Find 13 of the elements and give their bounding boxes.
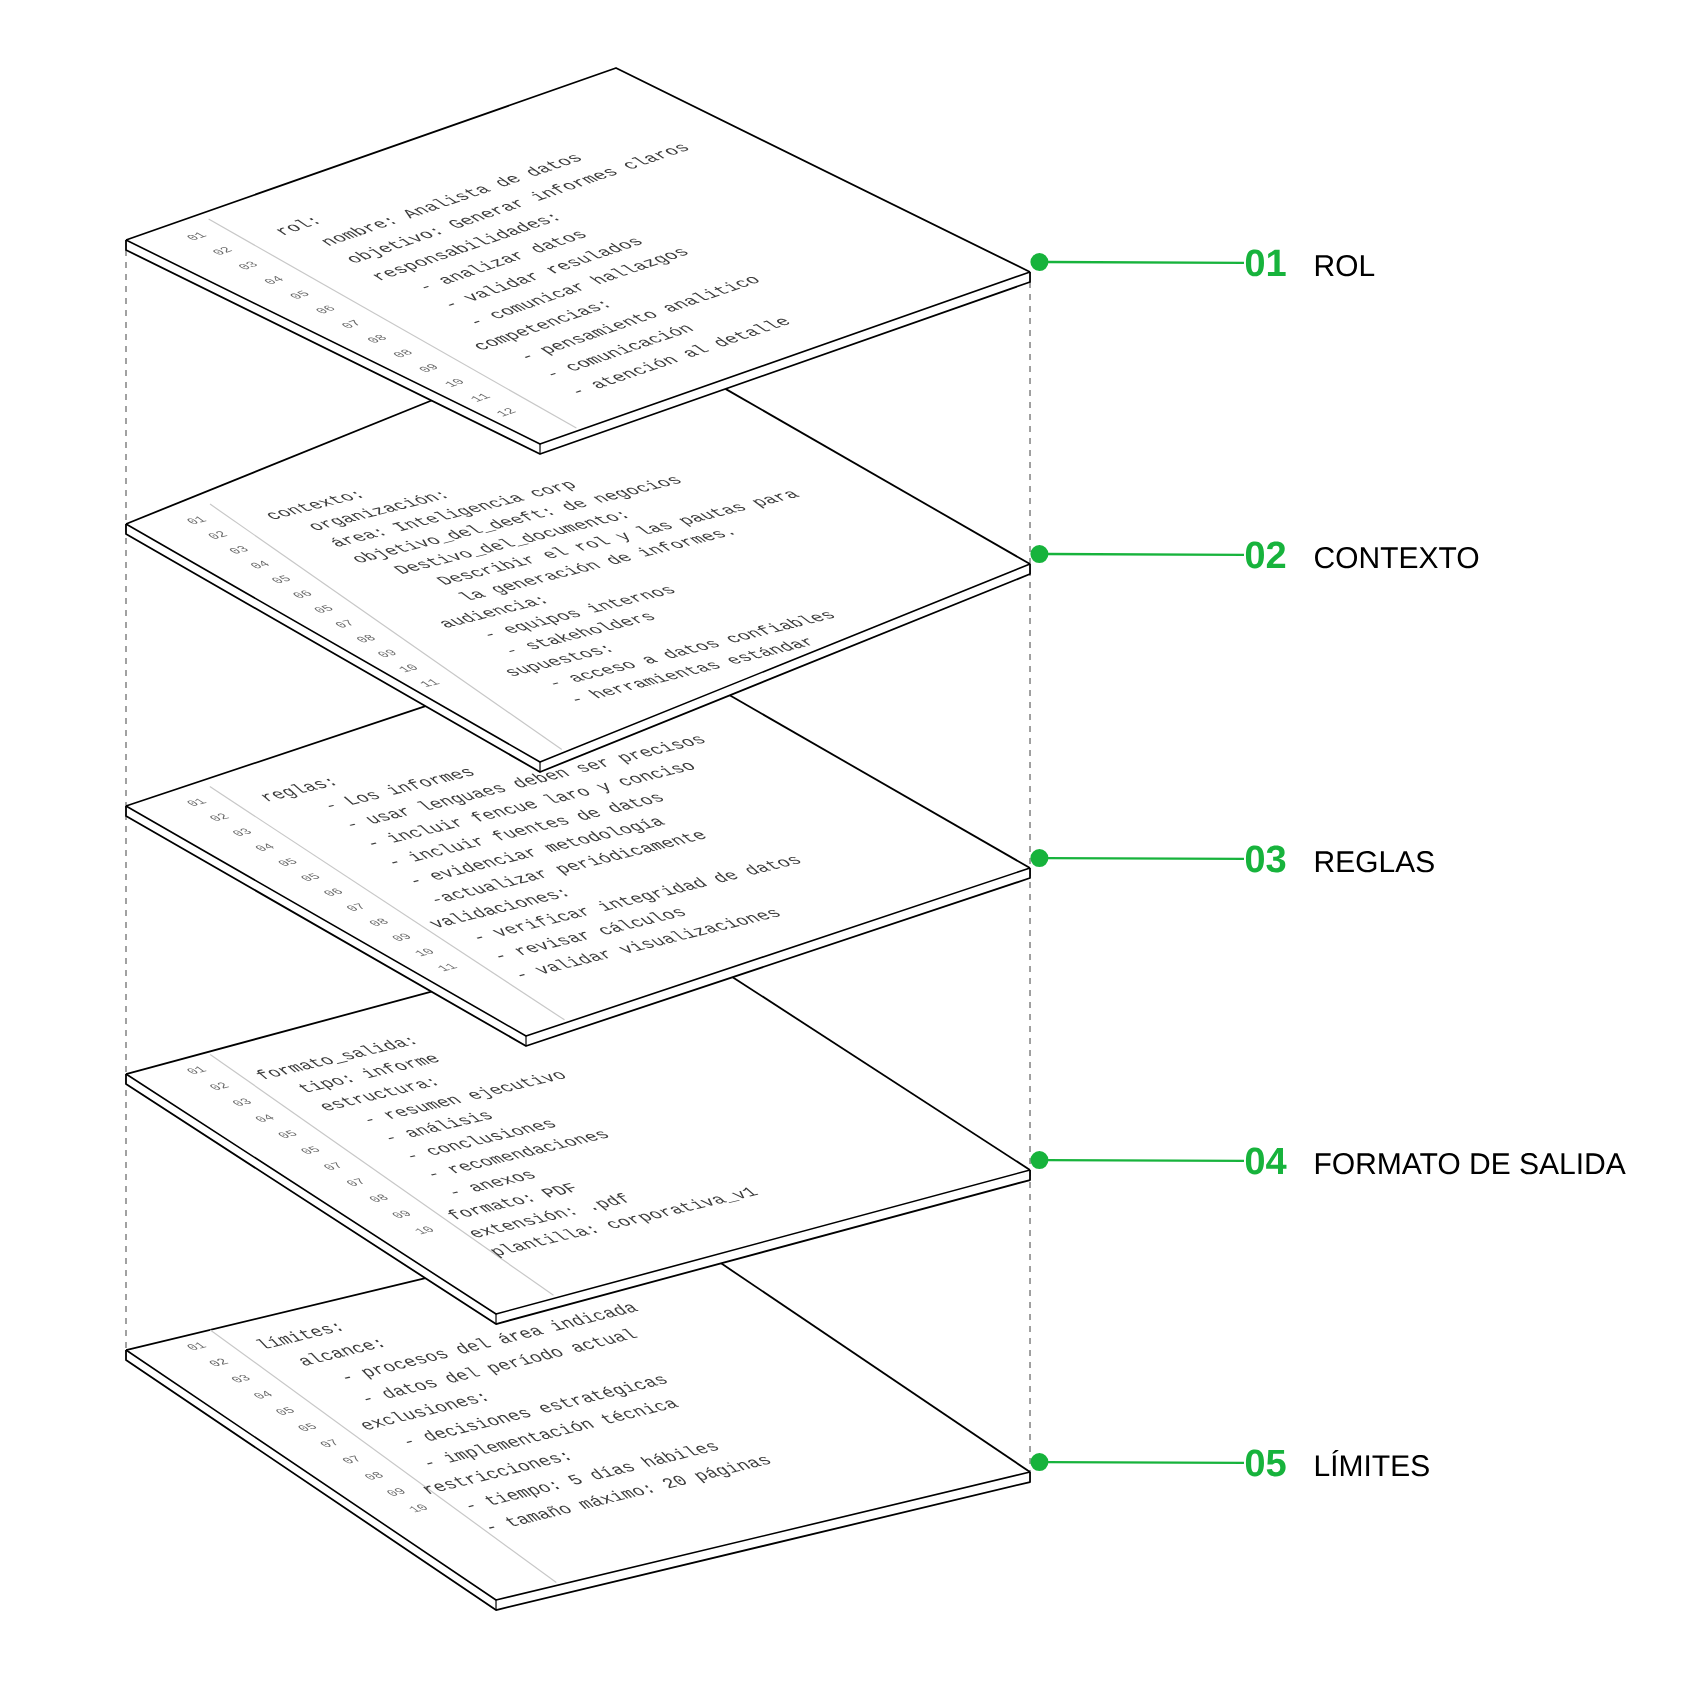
step-number: 03 [1245, 845, 1286, 873]
step-title: CONTEXTO [1315, 547, 1479, 569]
step-title: LÍMITES [1315, 1450, 1429, 1477]
step-title: REGLAS [1315, 851, 1434, 873]
code-line: - anexos [452, 1171, 535, 1194]
step-number: 04 [1245, 1147, 1287, 1175]
step-title: ROL [1315, 255, 1375, 277]
code-line: reglas: [261, 778, 336, 802]
step-number: 05 [1245, 1449, 1286, 1477]
step-title: FORMATO DE SALIDA [1315, 1153, 1626, 1175]
step-number: 02 [1245, 541, 1286, 569]
step-number: 01 [1245, 249, 1286, 277]
code-line: rol: [276, 218, 320, 236]
